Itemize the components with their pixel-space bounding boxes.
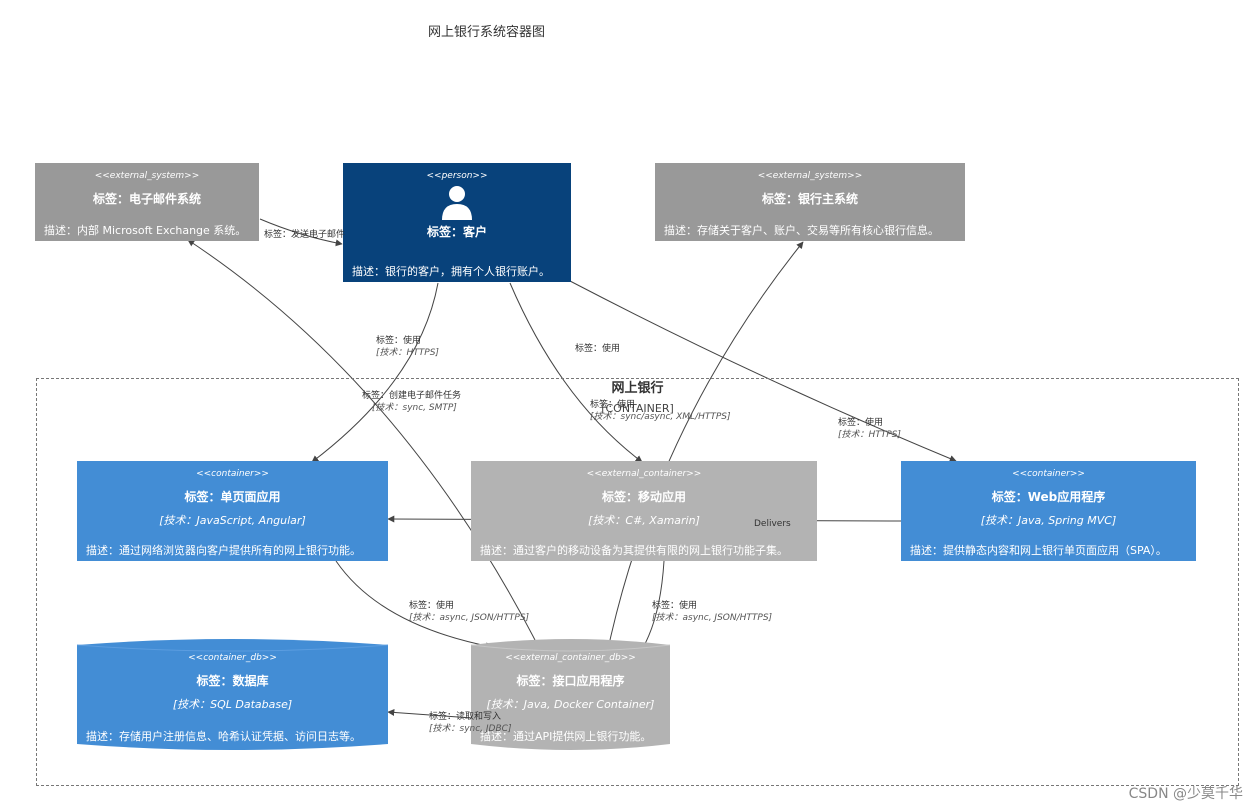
- boundary-title: 网上银行: [611, 381, 664, 396]
- edge-label-text: 标签：创建电子邮件任务: [362, 391, 462, 401]
- diagram-title: 网上银行系统容器图: [428, 25, 546, 40]
- node-name: 标签：单页面应用: [184, 490, 281, 504]
- system-boundary: 网上银行 [CONTAINER]: [36, 378, 1239, 786]
- node-email-system[interactable]: <<external_system>> 标签：电子邮件系统 描述：内部 Micr…: [35, 163, 259, 241]
- person-icon: [442, 186, 472, 220]
- node-description: 描述：内部 Microsoft Exchange 系统。: [44, 224, 247, 237]
- node-name: 标签：数据库: [196, 674, 269, 688]
- node-technology: [技术：SQL Database]: [172, 698, 293, 711]
- edge-label-text: 标签：发送电子邮件: [264, 230, 346, 240]
- node-spa[interactable]: <<container>> 标签：单页面应用 [技术：JavaScript, A…: [77, 461, 388, 561]
- node-name: 标签：银行主系统: [761, 192, 858, 206]
- edge-label-text: 标签：使用: [590, 400, 636, 410]
- edge-email-send: [259, 218, 343, 247]
- edge-api-mainframe: [609, 241, 804, 641]
- node-description: 描述：存储用户注册信息、哈希认证凭据、访问日志等。: [86, 730, 361, 743]
- edge-label-text: 标签：使用: [838, 418, 884, 428]
- node-description: 描述：提供静态内容和网上银行单页面应用（SPA）。: [910, 544, 1167, 557]
- edge-label-tech: [技术：async, JSON/HTTPS]: [409, 613, 530, 623]
- edge-label-text: 标签：读取和写入: [429, 712, 502, 722]
- edge-api-db: [387, 708, 473, 719]
- node-name: 标签：电子邮件系统: [92, 192, 201, 206]
- edge-label-tech: [技术：HTTPS]: [376, 348, 439, 358]
- edge-spa-api: [335, 560, 493, 650]
- edge-label-tech: [技术：sync, SMTP]: [372, 403, 457, 413]
- node-technology: [技术：JavaScript, Angular]: [159, 514, 306, 527]
- node-name: 标签：接口应用程序: [516, 674, 625, 688]
- node-technology: [技术：Java, Spring MVC]: [980, 514, 1117, 527]
- node-customer[interactable]: <<person>> 标签：客户 描述：银行的客户，拥有个人银行账户。: [343, 163, 571, 282]
- edge-customer-web: [569, 280, 957, 462]
- edge-label-api-db: 标签：读取和写入 [技术：sync, JDBC]: [429, 711, 511, 735]
- cylinder-shape: [471, 639, 670, 750]
- edge-label-tech: [技术：HTTPS]: [838, 430, 901, 440]
- edge-label-text: 标签：使用: [409, 601, 455, 611]
- stereotype: <<external_system>>: [94, 171, 200, 181]
- edge-customer-spa: [311, 282, 439, 463]
- boundary-type: [CONTAINER]: [601, 402, 674, 415]
- node-name: 标签：移动应用: [601, 490, 686, 504]
- node-description: 描述：通过网络浏览器向客户提供所有的网上银行功能。: [86, 544, 361, 557]
- node-name: 标签：客户: [426, 225, 487, 239]
- node-name: 标签：Web应用程序: [991, 490, 1106, 504]
- stereotype: <<external_container>>: [586, 469, 702, 479]
- edge-label-text: 标签：使用: [652, 601, 698, 611]
- edge-label-text: Delivers: [754, 519, 791, 529]
- edge-label-tech: [技术：sync/async, XML/HTTPS]: [590, 412, 731, 422]
- edge-label-customer-web: 标签：使用 [技术：HTTPS]: [838, 417, 901, 441]
- stereotype: <<container_db>>: [188, 653, 277, 663]
- edge-label-spa-api: 标签：使用 [技术：async, JSON/HTTPS]: [409, 600, 529, 624]
- edge-label-mobile-api: 标签：使用 [技术：async, JSON/HTTPS]: [652, 600, 772, 624]
- node-technology: [技术：Java, Docker Container]: [486, 698, 655, 711]
- edge-label-api-mainframe: 标签：使用 [技术：sync/async, XML/HTTPS]: [590, 399, 731, 423]
- cylinder-shape: [77, 639, 388, 750]
- edge-label-text: 标签：使用: [575, 344, 621, 354]
- node-description: 描述：银行的客户，拥有个人银行账户。: [352, 265, 550, 278]
- node-mobile-app[interactable]: <<external_container>> 标签：移动应用 [技术：C#, X…: [471, 461, 817, 561]
- edge-label-tech: [技术：async, JSON/HTTPS]: [652, 613, 773, 623]
- edge-label-send-email: 标签：发送电子邮件: [264, 229, 345, 241]
- node-technology: [技术：C#, Xamarin]: [588, 514, 700, 527]
- node-description: 描述：通过客户的移动设备为其提供有限的网上银行功能子集。: [480, 544, 788, 557]
- edge-label-delivers: Delivers: [754, 518, 791, 530]
- node-description: 描述：存储关于客户、账户、交易等所有核心银行信息。: [664, 224, 939, 237]
- stereotype: <<container>>: [1012, 469, 1085, 479]
- node-web-app[interactable]: <<container>> 标签：Web应用程序 [技术：Java, Sprin…: [901, 461, 1196, 561]
- watermark: CSDN @少莫千华: [1128, 786, 1243, 802]
- stereotype: <<external_system>>: [757, 171, 863, 181]
- node-mainframe[interactable]: <<external_system>> 标签：银行主系统 描述：存储关于客户、账…: [655, 163, 965, 241]
- edge-label-customer-spa: 标签：使用 [技术：HTTPS]: [376, 335, 439, 359]
- stereotype: <<person>>: [426, 171, 488, 181]
- edge-label-text: 标签：使用: [376, 336, 422, 346]
- edge-label-create-email: 标签：创建电子邮件任务 [技术：sync, SMTP]: [362, 390, 461, 414]
- node-description: 描述：通过API提供网上银行功能。: [480, 730, 652, 743]
- edge-label-tech: [技术：sync, JDBC]: [429, 724, 512, 734]
- edge-customer-mobile: [509, 282, 643, 463]
- node-database[interactable]: <<container_db>> 标签：数据库 [技术：SQL Database…: [77, 637, 388, 752]
- node-api-app[interactable]: <<external_container_db>> 标签：接口应用程序 [技术：…: [471, 637, 670, 752]
- stereotype: <<external_container_db>>: [505, 653, 636, 663]
- edge-label-customer-mobile: 标签：使用: [575, 343, 620, 355]
- edge-api-email: [187, 239, 536, 641]
- stereotype: <<container>>: [196, 469, 269, 479]
